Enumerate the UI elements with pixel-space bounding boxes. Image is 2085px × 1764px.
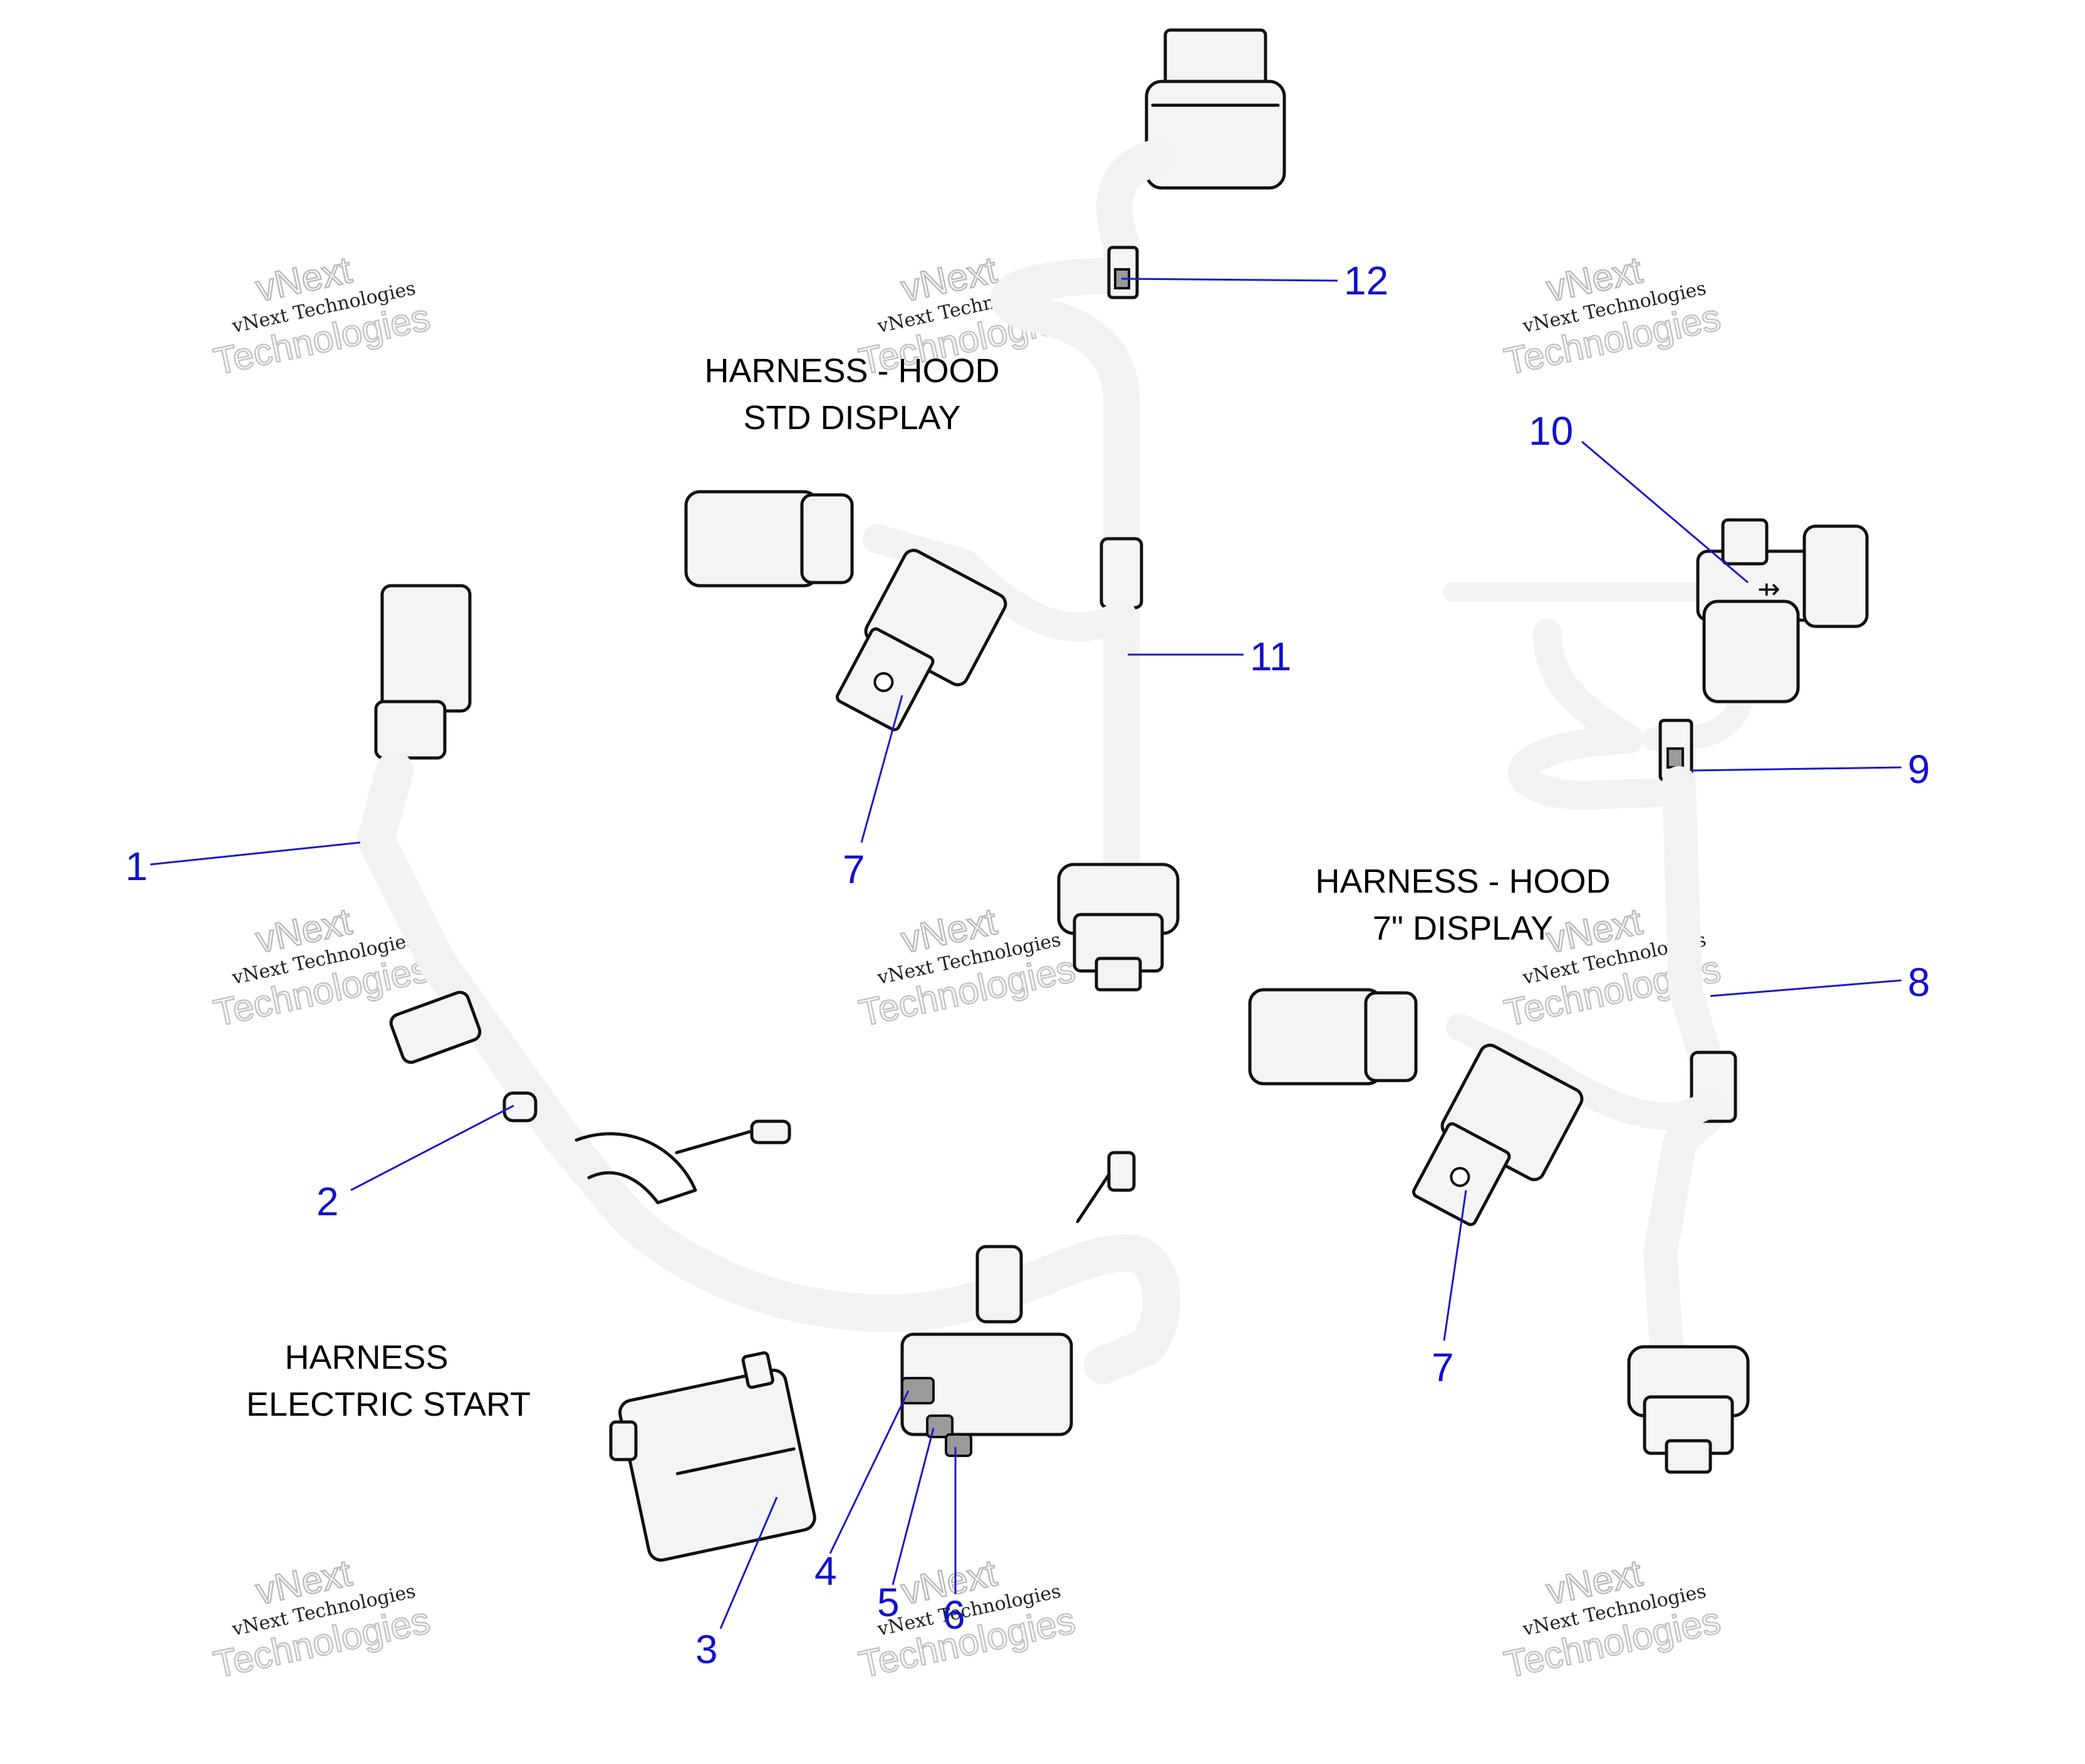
callout-8: 8 <box>1908 960 1930 1005</box>
title-seven-line2: 7" DISPLAY <box>1373 910 1553 947</box>
leader-9 <box>1691 766 1902 772</box>
es-side-connector <box>389 990 482 1064</box>
seven-clip-9-tab <box>1666 747 1684 769</box>
usb-module-housing <box>1702 599 1800 703</box>
title-seven-line1: HARNESS - HOOD <box>1315 863 1610 900</box>
es-clamp <box>975 1245 1023 1324</box>
es-terminal-stud-1 <box>750 1119 791 1144</box>
es-terminal-stud-2 <box>1107 1151 1136 1192</box>
callout-2: 2 <box>316 1179 339 1224</box>
std-bottom-connector-tab <box>1094 957 1142 992</box>
es-fuse-4 <box>901 1377 935 1404</box>
title-std-line1: HARNESS - HOOD <box>704 352 999 390</box>
assembly-titles: HARNESS - HOOD STD DISPLAY HARNESS - HOO… <box>246 352 1611 1423</box>
std-left-connector-collar <box>800 493 854 584</box>
callout-11: 11 <box>1250 634 1291 679</box>
leader-8 <box>1710 979 1902 997</box>
watermark-top-right: vNext Technologies vNext Technologies <box>1500 248 1725 384</box>
leader-5 <box>892 1428 935 1585</box>
usb-module-plug <box>1721 518 1769 566</box>
title-es-line2: ELECTRIC START <box>246 1386 531 1423</box>
es-relay-tab <box>741 1351 774 1389</box>
std-left-connector <box>684 490 819 588</box>
callout-12: 12 <box>1344 258 1388 303</box>
leader-3 <box>719 1497 778 1629</box>
std-top-connector-cap <box>1163 28 1267 88</box>
std-top-connector-body <box>1145 80 1286 190</box>
callout-4: 4 <box>814 1549 837 1594</box>
es-top-connector-collar <box>374 700 447 760</box>
watermark-top-left: vNext Technologies vNext Technologies <box>209 248 434 384</box>
seven-left-connector <box>1248 988 1383 1086</box>
leader-7a <box>860 695 903 843</box>
usb-icon: ⇸ <box>1757 573 1781 605</box>
callout-9: 9 <box>1908 747 1930 792</box>
es-top-connector <box>380 584 472 713</box>
leader-12 <box>1121 278 1338 282</box>
callout-7-seven: 7 <box>1432 1345 1454 1390</box>
leader-2 <box>350 1104 514 1191</box>
title-std-line2: STD DISPLAY <box>743 399 960 437</box>
watermark-bottom-left: vNext Technologies vNext Technologies <box>209 1551 434 1687</box>
leader-1 <box>150 841 361 866</box>
callout-1: 1 <box>125 844 148 889</box>
harness-hood-7in-display: ⇸ <box>1248 518 1869 1474</box>
callout-5: 5 <box>877 1580 900 1625</box>
callout-7-std: 7 <box>843 847 865 892</box>
harness-hood-std-display <box>684 28 1286 992</box>
watermark-bottom-right: vNext Technologies vNext Technologies <box>1500 1551 1725 1687</box>
callout-6: 6 <box>943 1592 965 1637</box>
leader-10 <box>1581 440 1749 584</box>
title-es-line1: HARNESS <box>284 1339 448 1376</box>
seven-left-connector-collar <box>1364 991 1418 1082</box>
callouts: 1 2 3 4 5 6 7 7 8 9 10 11 12 <box>125 258 1930 1672</box>
callout-3: 3 <box>695 1627 718 1672</box>
usb-side-plug <box>1802 524 1869 628</box>
es-relay-stud <box>609 1420 638 1461</box>
seven-bottom-connector-tab <box>1665 1439 1712 1474</box>
std-band <box>1100 537 1143 610</box>
es-fuse-6 <box>945 1433 972 1457</box>
harness-electric-start <box>357 584 1180 1562</box>
leader-lines <box>150 278 1902 1629</box>
es-grommet-2 <box>502 1091 538 1123</box>
leader-4 <box>829 1390 910 1554</box>
callout-10: 10 <box>1529 408 1573 454</box>
watermark-mid-center: vNext Technologies vNext Technologies <box>855 900 1079 1035</box>
leader-7b <box>1443 1190 1467 1341</box>
